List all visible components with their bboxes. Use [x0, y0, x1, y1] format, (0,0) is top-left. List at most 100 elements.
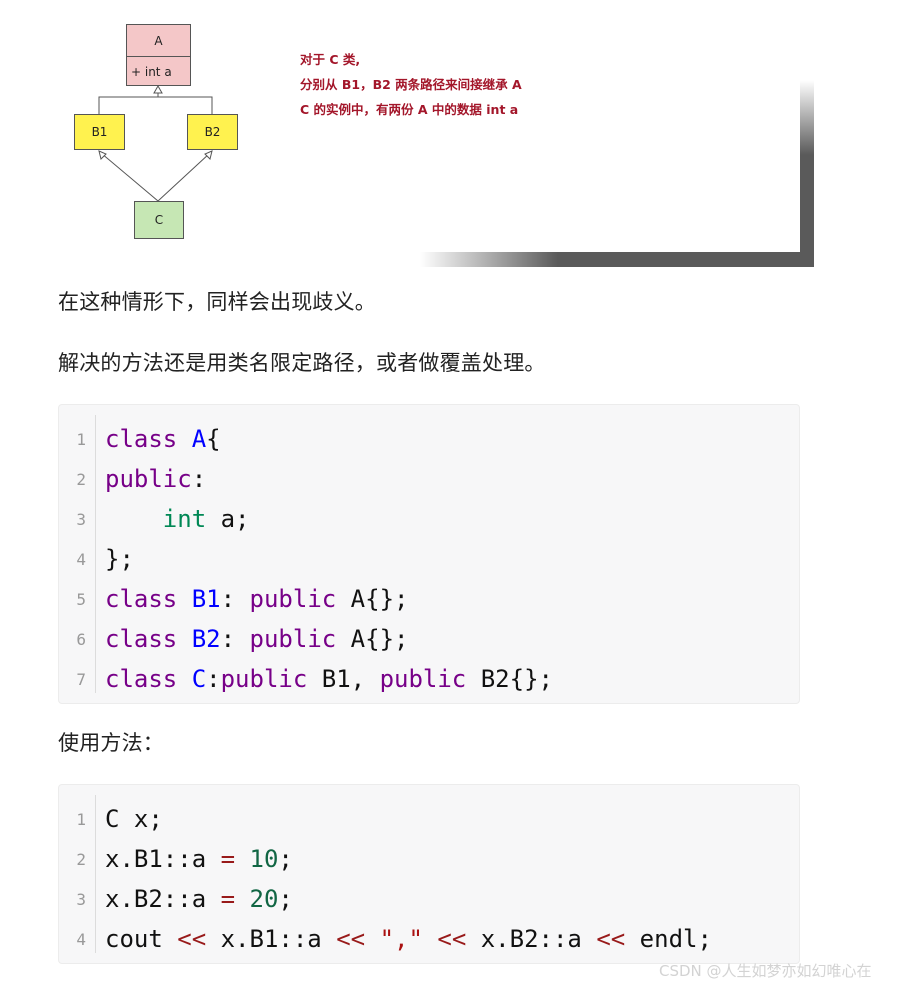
code-token: : — [206, 665, 221, 693]
note-line: C 的实例中，有两份 A 中的数据 int a — [300, 102, 519, 117]
code-token: C — [191, 665, 207, 693]
code-token: x.B1::a — [105, 845, 221, 873]
code-token: { — [206, 425, 221, 453]
connector-b2-a — [158, 96, 213, 114]
class-b1-box: B1 — [74, 114, 125, 150]
code-token: "," — [379, 925, 423, 953]
code-text: class A{ — [95, 425, 221, 453]
code-token — [177, 425, 191, 453]
code-token: class — [105, 425, 178, 453]
code-token: 10 — [249, 845, 279, 873]
code-token: public — [379, 665, 467, 693]
code-line: 3 x.B2::a = 20; — [59, 879, 799, 919]
code-token: : — [191, 465, 207, 493]
code-token — [235, 885, 249, 913]
connector-c-b2 — [157, 152, 211, 202]
code-line: 1 C x; — [59, 799, 799, 839]
code-text: class C:public B1, public B2{}; — [95, 665, 553, 693]
code-token: public — [105, 465, 192, 493]
code-token: A{}; — [336, 625, 409, 653]
code-token: << — [177, 925, 207, 953]
code-token: public — [249, 585, 337, 613]
arrowhead-b1 — [98, 150, 107, 160]
line-number: 5 — [76, 589, 86, 609]
code-line: 2 x.B1::a = 10; — [59, 839, 799, 879]
code-token — [365, 925, 379, 953]
code-text: int a; — [95, 505, 250, 533]
code-token: = — [220, 845, 236, 873]
class-c-name: C — [154, 213, 164, 227]
code-token: B1, — [307, 665, 380, 693]
class-a-name: A — [127, 25, 190, 57]
code-token: << — [437, 925, 467, 953]
code-line: 6 class B2: public A{}; — [59, 619, 799, 659]
code-token — [177, 585, 191, 613]
class-b2-box: B2 — [187, 114, 238, 150]
code-text: class B2: public A{}; — [95, 625, 408, 653]
code-token — [177, 665, 191, 693]
paragraph-usage: 使用方法： — [58, 731, 164, 755]
code-token — [177, 625, 191, 653]
code-token: class — [105, 585, 178, 613]
code-token: << — [336, 925, 366, 953]
code-token: B2{}; — [466, 665, 553, 693]
line-number: 7 — [76, 669, 86, 689]
line-number: 2 — [76, 849, 86, 869]
code-token: ; — [278, 885, 293, 913]
code-token — [105, 505, 163, 533]
uml-figure: A + int a B1 B2 C 对于 C 类, 分别从 B1，B2 两条路径… — [0, 0, 814, 267]
code-line: 5 class B1: public A{}; — [59, 579, 799, 619]
arrowhead-b2 — [204, 150, 213, 160]
code-text: C x; — [95, 805, 163, 833]
code-token: B1 — [191, 585, 221, 613]
line-number: 6 — [76, 629, 86, 649]
code-text: }; — [95, 545, 134, 573]
class-b2-name: B2 — [204, 125, 221, 139]
code-token: : — [220, 625, 250, 653]
paragraph-solution: 解决的方法还是用类名限定路径，或者做覆盖处理。 — [58, 351, 546, 375]
code-token: = — [220, 885, 236, 913]
code-token — [235, 845, 249, 873]
code-token: int — [162, 505, 207, 533]
code-token: public — [220, 665, 308, 693]
line-number: 3 — [76, 509, 86, 529]
code-gutter-divider — [95, 795, 96, 953]
code-token: class — [105, 665, 178, 693]
figure-card: A + int a B1 B2 C 对于 C 类, 分别从 B1，B2 两条路径… — [0, 0, 800, 252]
code-line: 4}; — [59, 539, 799, 579]
code-text: x.B2::a = 20; — [95, 885, 293, 913]
class-a-box: A + int a — [126, 24, 191, 86]
arrowhead-a — [153, 84, 163, 94]
line-number: 1 — [76, 809, 86, 829]
class-b1-name: B1 — [91, 125, 108, 139]
code-line: 3 int a; — [59, 499, 799, 539]
figure-note: 对于 C 类, 分别从 B1，B2 两条路径来间接继承 A C 的实例中，有两份… — [300, 47, 522, 122]
code-token: : — [220, 585, 250, 613]
note-line: 分别从 B1，B2 两条路径来间接继承 A — [300, 77, 522, 92]
code-token — [423, 925, 437, 953]
code-token: x.B1::a — [206, 925, 337, 953]
code-text: x.B1::a = 10; — [95, 845, 293, 873]
code-gutter-divider — [95, 415, 96, 693]
code-token: class — [105, 625, 178, 653]
code-text: public: — [95, 465, 206, 493]
code-text: class B1: public A{}; — [95, 585, 408, 613]
code-token: x.B2::a — [466, 925, 597, 953]
watermark: CSDN @人生如梦亦如幻唯心在 — [659, 962, 872, 980]
code-token: x.B2::a — [105, 885, 221, 913]
code-token: C x; — [105, 805, 163, 833]
class-a-attribute: + int a — [131, 65, 172, 79]
line-number: 3 — [76, 889, 86, 909]
code-token: public — [249, 625, 337, 653]
code-token: A — [191, 425, 207, 453]
code-token: }; — [105, 545, 134, 573]
code-token: << — [596, 925, 626, 953]
